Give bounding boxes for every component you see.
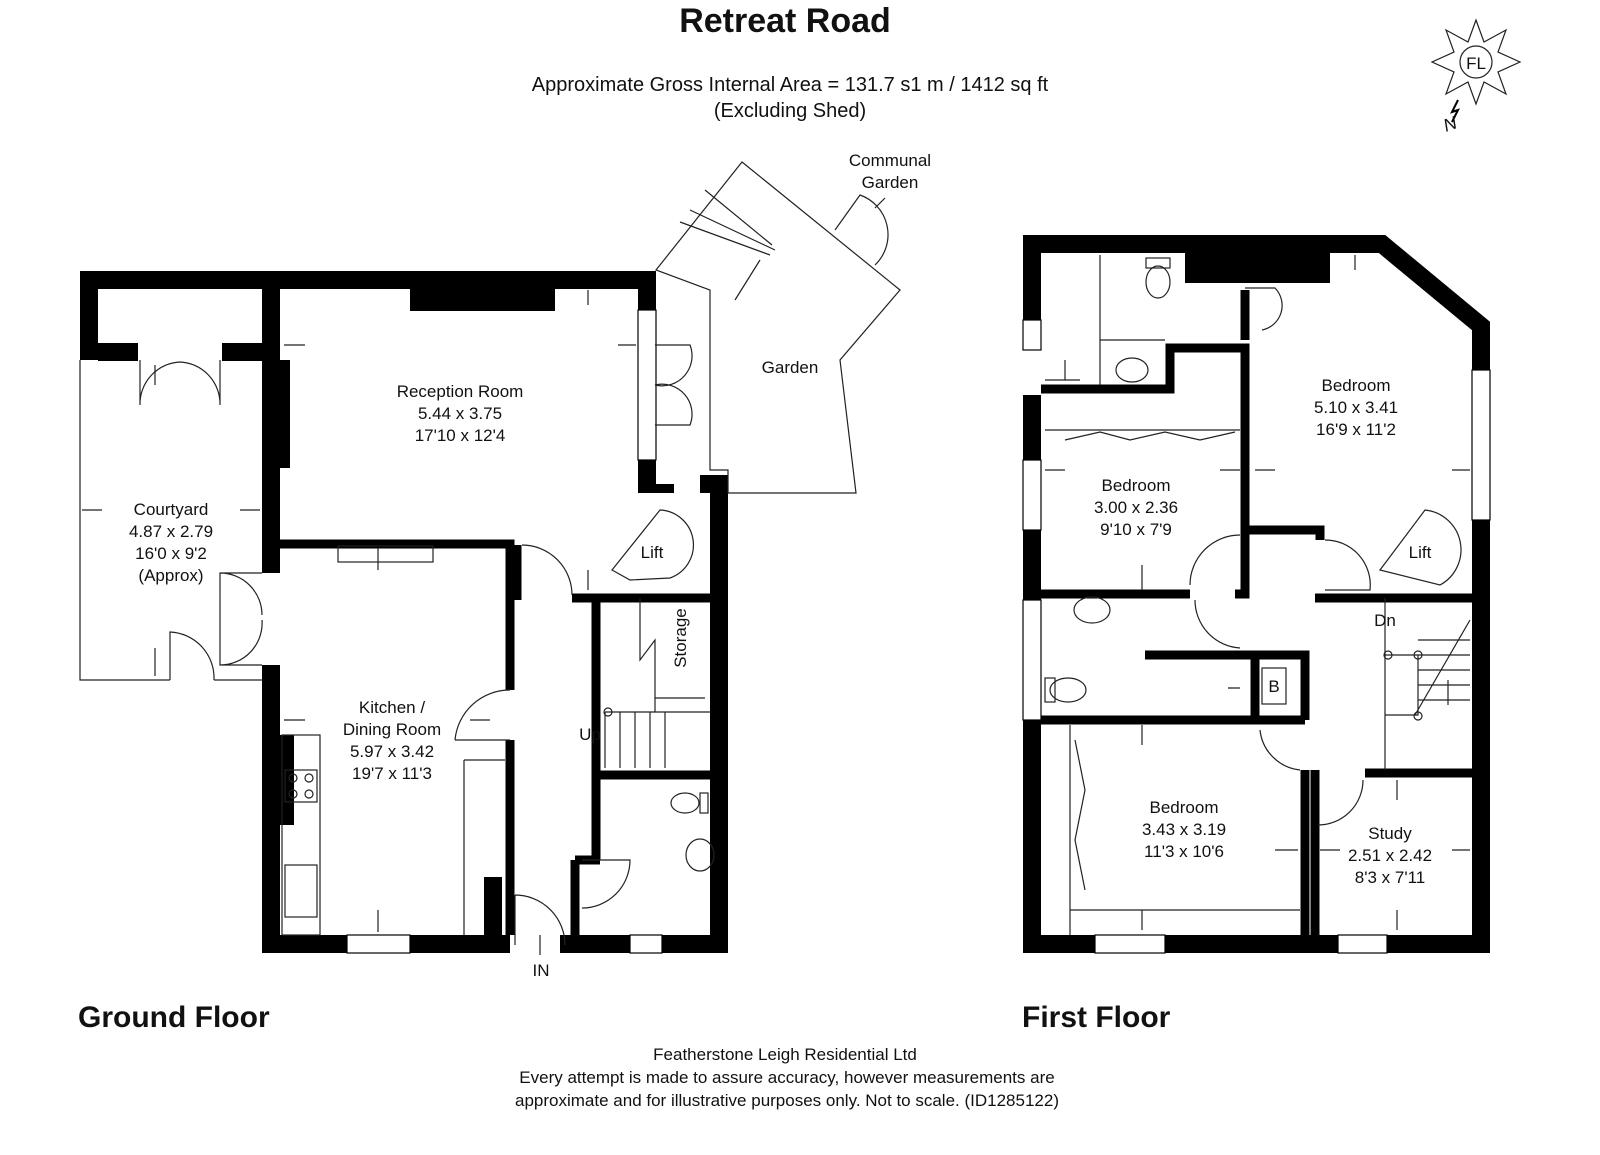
communal-garden-1: Communal: [849, 151, 931, 170]
reception-imperial: 17'10 x 12'4: [415, 426, 506, 445]
company-name: Featherstone Leigh Residential Ltd: [653, 1045, 917, 1064]
study-imperial: 8'3 x 7'11: [1355, 868, 1425, 887]
kitchen-name-1: Kitchen /: [359, 698, 425, 717]
disclaimer-line-2: approximate and for illustrative purpose…: [515, 1091, 1059, 1110]
first-lift-label: Lift: [1409, 543, 1432, 562]
storage-label: Storage: [671, 608, 690, 668]
bedroom3-imperial: 11'3 x 10'6: [1144, 842, 1224, 861]
first-floor-label: First Floor: [1022, 1001, 1171, 1034]
ground-floor-plan: [79, 161, 901, 955]
area-note: (Excluding Shed): [714, 100, 866, 122]
reception-metric: 5.44 x 3.75: [418, 404, 502, 423]
bedroom1-metric: 5.10 x 3.41: [1314, 398, 1398, 417]
communal-garden-2: Garden: [862, 173, 919, 192]
compass-rose-icon: FL N: [1430, 18, 1522, 136]
study-name: Study: [1368, 824, 1412, 843]
bedroom2-imperial: 9'10 x 7'9: [1100, 520, 1172, 539]
courtyard-note: (Approx): [138, 566, 203, 585]
north-label: N: [1441, 112, 1461, 136]
boiler-label: B: [1268, 677, 1279, 696]
kitchen-metric: 5.97 x 3.42: [350, 742, 434, 761]
courtyard-imperial: 16'0 x 9'2: [135, 544, 207, 563]
ground-floor-label: Ground Floor: [78, 1001, 270, 1034]
bedroom2-metric: 3.00 x 2.36: [1094, 498, 1178, 517]
entrance-label: IN: [533, 961, 550, 980]
plan-title: Retreat Road: [679, 2, 891, 40]
bedroom1-name: Bedroom: [1322, 376, 1391, 395]
garden-label: Garden: [762, 358, 819, 377]
reception-name: Reception Room: [397, 382, 524, 401]
kitchen-name-2: Dining Room: [343, 720, 441, 739]
study-metric: 2.51 x 2.42: [1348, 846, 1432, 865]
disclaimer-line-1: Every attempt is made to assure accuracy…: [519, 1068, 1054, 1087]
gross-area: Approximate Gross Internal Area = 131.7 …: [532, 74, 1049, 96]
ground-lift-label: Lift: [641, 543, 664, 562]
kitchen-imperial: 19'7 x 11'3: [352, 764, 432, 783]
stairs-down-label: Dn: [1374, 611, 1396, 630]
bedroom1-imperial: 16'9 x 11'2: [1316, 420, 1396, 439]
courtyard-metric: 4.87 x 2.79: [129, 522, 213, 541]
courtyard-name: Courtyard: [134, 500, 209, 519]
bedroom3-metric: 3.43 x 3.19: [1142, 820, 1226, 839]
bedroom2-name: Bedroom: [1102, 476, 1171, 495]
first-floor-plan: [1022, 235, 1491, 954]
stairs-up-label: Up: [579, 725, 601, 744]
bedroom3-name: Bedroom: [1150, 798, 1219, 817]
compass-logo: FL: [1466, 54, 1486, 73]
